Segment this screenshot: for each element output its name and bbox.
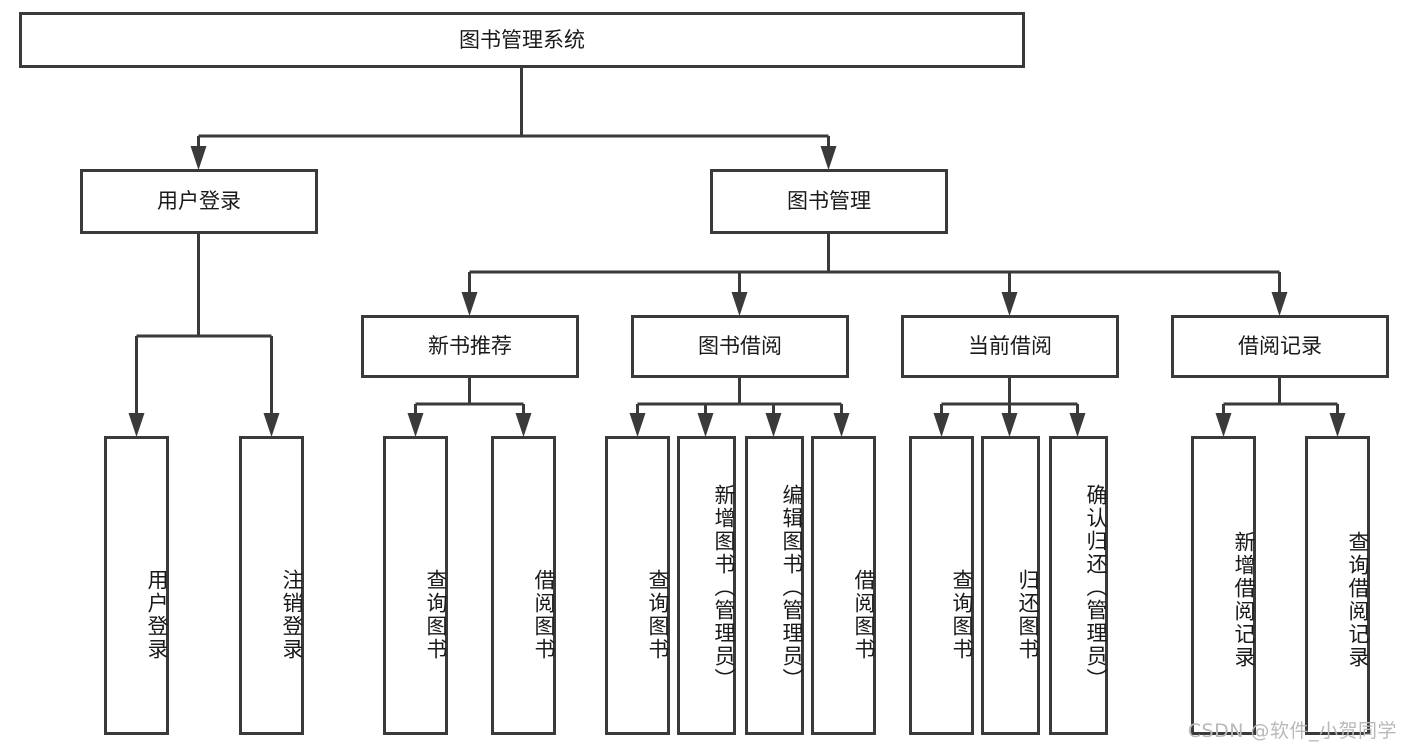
connector-group-book-manage [461,232,1288,316]
leaf-boxes-new-book-rec [383,436,556,735]
arrowhead-leaf-current-borrow-2 [1001,413,1018,437]
leaf-boxes-current-borrow [909,436,1108,735]
node-book-manage[interactable]: 图书管理 [710,169,948,234]
arrowhead-leaf-user-login-1 [128,413,145,437]
connector-group-new-book-rec [407,376,532,437]
leaf-box-current-borrow-1[interactable] [909,436,974,735]
connector-group-current-borrow [933,376,1086,437]
leaf-boxes-borrow-record [1191,436,1370,735]
leaf-box-current-borrow-3[interactable] [1049,436,1108,735]
node-book-borrow-box[interactable] [631,315,849,378]
connector-group-borrow-record [1215,376,1346,437]
node-book-borrow[interactable]: 图书借阅 [631,315,849,378]
node-borrow-record[interactable]: 借阅记录 [1171,315,1389,378]
arrowhead-leaf-new-book-rec-2 [515,413,532,437]
leaf-box-book-borrow-1[interactable] [605,436,670,735]
arrowhead-leaf-borrow-record-2 [1329,413,1346,437]
leaf-boxes-user-login [104,436,304,735]
arrowhead-leaf-book-borrow-4 [833,413,850,437]
node-root[interactable]: 图书管理系统 [19,12,1025,68]
arrowhead-new-book-rec [461,292,478,316]
node-user-login[interactable]: 用户登录 [80,169,318,234]
arrowhead-user-login [190,146,207,170]
leaf-box-borrow-record-1[interactable] [1191,436,1256,735]
arrowhead-leaf-current-borrow-3 [1069,413,1086,437]
leaf-box-user-login-2[interactable] [239,436,304,735]
arrowhead-leaf-user-login-2 [263,413,280,437]
node-book-manage-box[interactable] [710,169,948,234]
node-root-label: 图书管理系统 [459,28,585,52]
arrowhead-leaf-new-book-rec-1 [407,413,424,437]
node-book-borrow-label: 图书借阅 [698,334,782,358]
leaf-box-borrow-record-2[interactable] [1305,436,1370,735]
connector-group-book-borrow [629,376,850,437]
arrowhead-leaf-current-borrow-1 [933,413,950,437]
arrowhead-leaf-book-borrow-3 [765,413,782,437]
node-borrow-record-box[interactable] [1171,315,1389,378]
arrowhead-book-borrow [731,292,748,316]
node-current-borrow-box[interactable] [901,315,1119,378]
arrowhead-borrow-record [1271,292,1288,316]
node-new-book-rec-box[interactable] [361,315,579,378]
connector-group-root [190,66,837,170]
arrowhead-book-manage [820,146,837,170]
arrowhead-leaf-borrow-record-1 [1215,413,1232,437]
node-root-box[interactable] [19,12,1025,68]
leaf-box-book-borrow-4[interactable] [811,436,876,735]
leaf-box-user-login-1[interactable] [104,436,169,735]
node-user-login-box[interactable] [80,169,318,234]
arrowhead-leaf-book-borrow-1 [629,413,646,437]
node-borrow-record-label: 借阅记录 [1238,334,1322,358]
leaf-box-book-borrow-3[interactable] [745,436,804,735]
leaf-boxes-book-borrow [605,436,876,735]
leaf-box-new-book-rec-2[interactable] [491,436,556,735]
connector-group-user-login [128,232,280,437]
node-book-manage-label: 图书管理 [787,189,871,213]
node-new-book-rec-label: 新书推荐 [428,334,512,358]
leaf-box-current-borrow-2[interactable] [981,436,1040,735]
leaf-box-book-borrow-2[interactable] [677,436,736,735]
arrowhead-leaf-book-borrow-2 [697,413,714,437]
node-current-borrow[interactable]: 当前借阅 [901,315,1119,378]
leaf-box-new-book-rec-1[interactable] [383,436,448,735]
node-current-borrow-label: 当前借阅 [968,334,1052,358]
watermark-text: CSDN @软件_小贺同学 [1187,720,1397,742]
arrowhead-current-borrow [1001,292,1018,316]
node-new-book-rec[interactable]: 新书推荐 [361,315,579,378]
node-user-login-label: 用户登录 [157,189,241,213]
